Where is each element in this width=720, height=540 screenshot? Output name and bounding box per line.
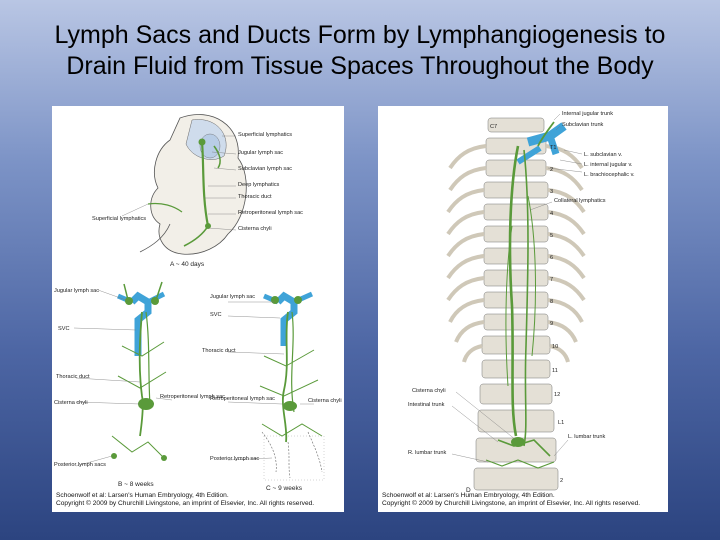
label-d-collateral-lymphatics: Collateral lymphatics [554, 198, 606, 204]
credit-right: Schoenwolf et al: Larsen's Human Embryol… [382, 492, 640, 508]
panel-b-drawing [111, 281, 167, 461]
vertebra-numbers: C7 T1 2 3 4 5 6 7 8 9 10 11 12 L1 2 [490, 124, 564, 484]
vertebra-t9: 9 [550, 321, 553, 327]
label-c-thoracic: Thoracic duct [202, 348, 236, 354]
label-d-cisterna-chyli: Cisterna chyli [412, 388, 446, 394]
vertebra-t8: 8 [550, 299, 553, 305]
sublabel-d: D [466, 487, 471, 494]
credit-right-line-2: Copyright © 2009 by Churchill Livingston… [382, 500, 641, 507]
vertebra-t12: 12 [554, 392, 560, 398]
label-b-cisterna: Cisterna chyli [54, 400, 88, 406]
vertebra-t10: 10 [552, 344, 558, 350]
label-b-svc: SVC [58, 326, 70, 332]
lymph-ducts [485, 121, 555, 469]
label-a-superficial: Superficial lymphatics [238, 132, 292, 138]
label-a-deep: Deep lymphatics [238, 182, 280, 188]
vertebra-c7: C7 [490, 124, 497, 130]
vertebra-t6: 6 [550, 255, 553, 261]
ribs [446, 144, 586, 363]
vertebra-t4: 4 [550, 211, 553, 217]
embryo-drawing [139, 114, 247, 255]
label-c-posterior: Posterior lymph sac [210, 456, 259, 462]
cisterna-chyli-shape [511, 437, 525, 447]
label-a-thoracic: Thoracic duct [238, 194, 272, 200]
vertebra-t3: 3 [550, 189, 553, 195]
label-c-cisterna: Cisterna chyli [308, 398, 342, 404]
embryo-lymphatics-illustration: Superficial lymphatics Jugular lymph sac… [54, 114, 342, 492]
credit-left-line-2: Copyright © 2009 by Churchill Livingston… [56, 500, 315, 507]
label-a-superficial-2: Superficial lymphatics [92, 216, 146, 222]
label-d-intestinal-trunk: Intestinal trunk [408, 402, 445, 408]
label-b-posterior: Posterior lymph sacs [54, 462, 106, 468]
veins [516, 122, 567, 165]
credit-left: Schoenwolf et al: Larsen's Human Embryol… [56, 492, 314, 508]
label-d-subclavian-trunk: Subclavian trunk [562, 122, 604, 128]
label-c-jugular: Jugular lymph sac [210, 294, 255, 300]
label-a-retro: Retroperitoneal lymph sac [238, 210, 303, 216]
title-line-2: Drain Fluid from Tissue Spaces Throughou… [66, 52, 654, 80]
panel-c-drawing [259, 291, 325, 481]
vertebra-l1: L1 [558, 420, 564, 426]
label-a-cisterna: Cisterna chyli [238, 226, 272, 232]
sublabel-b: B ~ 8 weeks [118, 481, 154, 488]
vertebra-l2: 2 [560, 478, 563, 484]
embryo-lymphatics-figure: Superficial lymphatics Jugular lymph sac… [52, 106, 344, 512]
label-c-retro: Retroperitoneal lymph sac [210, 396, 275, 402]
label-d-r-lumbar-trunk: R. lumbar trunk [408, 450, 446, 456]
vertebra-t5: 5 [550, 233, 553, 239]
label-d-l-subclavian-v: L. subclavian v. [584, 152, 623, 158]
slide-title: Lymph Sacs and Ducts Form by Lymphangiog… [0, 20, 720, 82]
vertebra-t11: 11 [552, 368, 558, 374]
credit-right-line-1: Schoenwolf et al: Larsen's Human Embryol… [382, 492, 555, 499]
label-a-subclavian: Subclavian lymph sac [238, 166, 292, 172]
label-d-l-brachiocephalic-v: L. brachiocephalic v. [584, 172, 635, 178]
label-d-l-internal-jugular-v: L. internal jugular v. [584, 162, 633, 168]
title-line-1: Lymph Sacs and Ducts Form by Lymphangiog… [54, 21, 666, 49]
vertebra-t1: T1 [550, 145, 557, 151]
sublabel-c: C ~ 9 weeks [266, 485, 303, 492]
label-b-thoracic: Thoracic duct [56, 374, 90, 380]
vertebral-column [473, 117, 559, 491]
panel-a-leader-lines [121, 135, 237, 231]
label-d-l-lumbar-trunk: L. lumbar trunk [568, 434, 606, 440]
vertebra-t7: 7 [550, 277, 553, 283]
sublabel-a: A ~ 40 days [170, 261, 205, 268]
vertebra-t2: 2 [550, 167, 553, 173]
credit-left-line-1: Schoenwolf et al: Larsen's Human Embryol… [56, 492, 229, 499]
label-b-jugular: Jugular lymph sac [54, 288, 99, 294]
label-b-retro: Retroperitoneal lymph sac [160, 394, 225, 400]
spine-lymphatics-figure: Internal jugular trunk Subclavian trunk … [378, 106, 668, 512]
label-c-svc: SVC [210, 312, 222, 318]
spine-lymphatics-illustration: Internal jugular trunk Subclavian trunk … [408, 111, 635, 494]
label-d-internal-jugular-trunk: Internal jugular trunk [562, 111, 613, 117]
label-a-jugular: Jugular lymph sac [238, 150, 283, 156]
